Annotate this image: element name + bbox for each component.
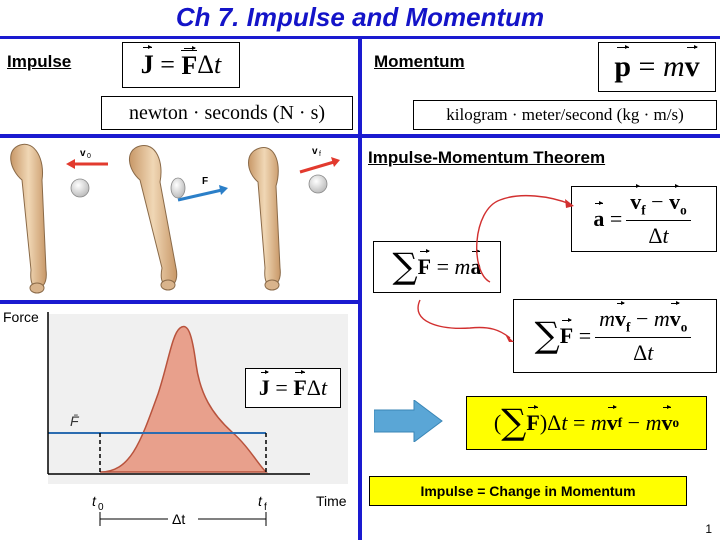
tf-label: t — [258, 493, 263, 509]
bat-ball-illustration: v 0 F v f — [10, 143, 340, 294]
momentum-heading: Momentum — [374, 52, 465, 71]
svg-text:v: v — [312, 146, 318, 157]
theorem-heading: Impulse-Momentum Theorem — [368, 148, 606, 167]
svg-text:v: v — [80, 148, 86, 159]
arrow-force: F — [177, 176, 228, 202]
ball-2 — [170, 177, 186, 199]
arrow-to-force-momentum — [417, 299, 511, 339]
x-axis-label: Time — [316, 493, 347, 509]
force-time-graph: Force Time F̄ t 0 t f Δt — [3, 309, 348, 528]
svg-text:f: f — [319, 151, 321, 158]
vertical-divider — [358, 37, 362, 540]
mid-divider — [0, 134, 720, 138]
arrow-v0: v 0 — [66, 148, 108, 169]
average-force-label: F̄ — [70, 413, 80, 429]
ball-1 — [70, 178, 90, 198]
slide-title: Ch 7. Impulse and Momentum — [175, 2, 545, 32]
dt-label: Δt — [172, 511, 185, 527]
t0-label: t — [92, 493, 97, 509]
page-number: 1 — [705, 522, 712, 536]
right-arrow-icon — [374, 400, 443, 442]
impulse-heading: Impulse — [7, 52, 72, 71]
bat-2 — [129, 145, 178, 291]
bat-1 — [10, 143, 47, 294]
y-axis-label: Force — [3, 309, 39, 325]
svg-text:0: 0 — [87, 153, 91, 160]
t0-subscript: 0 — [98, 502, 104, 513]
theorem-summary: Impulse = Change in Momentum — [369, 476, 687, 506]
bat-3 — [248, 147, 281, 291]
svg-text:F: F — [202, 176, 208, 187]
connector-arrows — [417, 195, 574, 342]
arrow-to-acceleration — [476, 195, 571, 283]
left-divider — [0, 300, 360, 304]
top-divider — [0, 36, 720, 39]
ball-3 — [308, 174, 328, 194]
impulse-units: newton · seconds (N · s) — [101, 96, 353, 130]
arrow-vf: v f — [299, 146, 340, 174]
momentum-units: kilogram · meter/second (kg · m/s) — [413, 100, 717, 130]
force-curve — [99, 325, 268, 473]
tf-subscript: f — [264, 502, 267, 513]
